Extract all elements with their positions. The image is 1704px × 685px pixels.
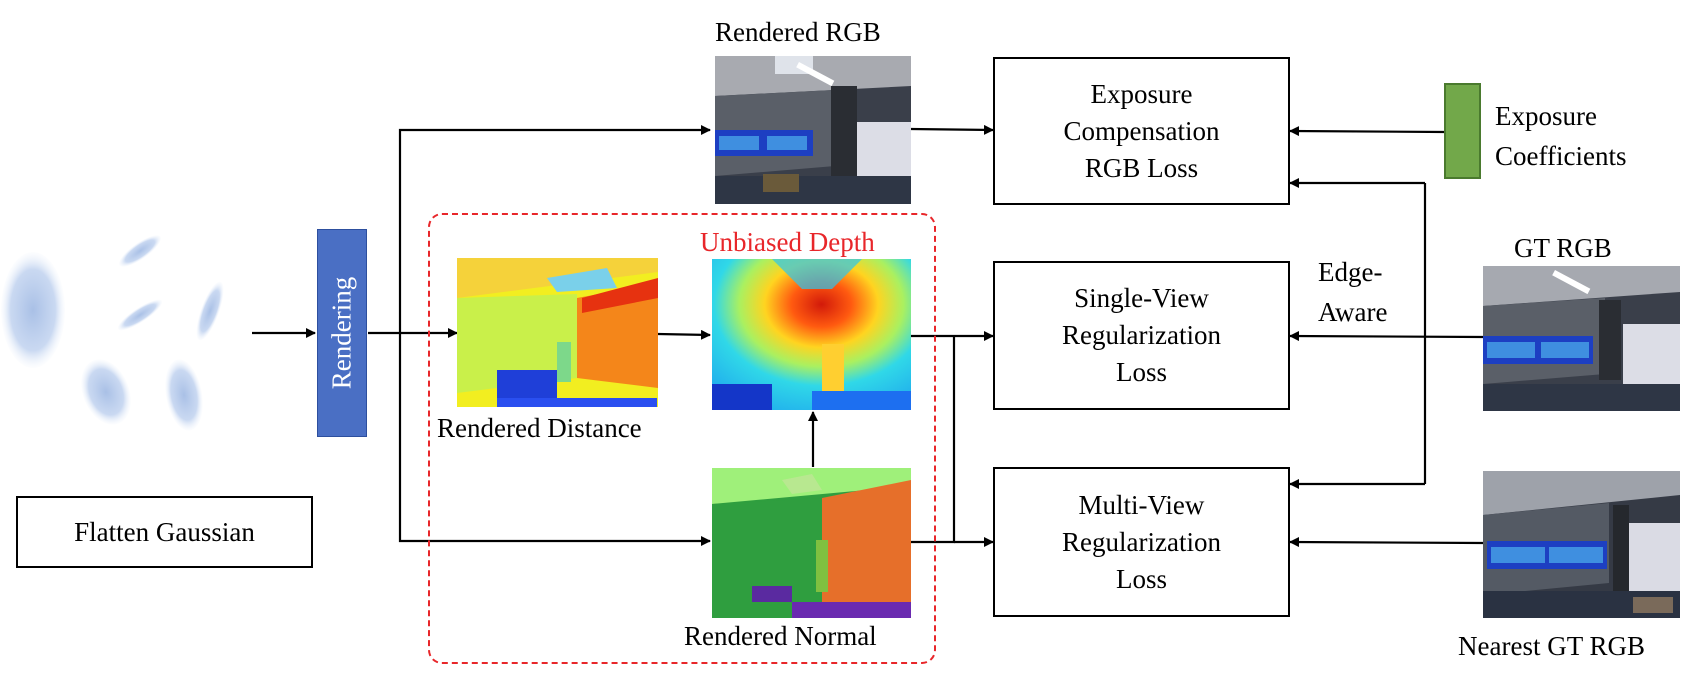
exposure-coefficients-label-line1: Exposure (1495, 101, 1597, 131)
exposure-loss-line: RGB Loss (1084, 152, 1199, 183)
rendered-rgb-image (715, 56, 911, 204)
multi-view-loss-line: Multi-View (1078, 489, 1205, 520)
arrow-distance-to-depth (657, 329, 711, 340)
nearest-gt-rgb-image (1483, 471, 1680, 618)
edge-aware-label-line1: Edge- (1318, 257, 1383, 287)
gaussian-blob (165, 359, 203, 431)
exposure-loss-line: Exposure (1090, 78, 1193, 109)
multi-view-loss-line: Loss (1115, 563, 1167, 594)
multi-view-loss-box: Multi-View Regularization Loss (993, 467, 1290, 617)
flatten-gaussian-box: Flatten Gaussian (16, 496, 313, 568)
nearest-gt-rgb-label: Nearest GT RGB (1458, 631, 1645, 661)
gaussian-blob (117, 299, 163, 331)
gaussian-blob (119, 235, 161, 267)
arrow-rendering-to-normal (398, 333, 711, 546)
rendered-normal-image (712, 468, 911, 618)
rendered-distance-label: Rendered Distance (437, 413, 642, 443)
unbiased-depth-image (712, 259, 911, 410)
exposure-rgb-loss-box: Exposure Compensation RGB Loss (993, 57, 1290, 205)
gaussian-ellipsoids (1, 235, 224, 431)
exposure-loss-line: Compensation (1063, 115, 1220, 146)
arrow-coefficients-to-exposure (1289, 126, 1445, 137)
gt-rgb-image (1483, 266, 1680, 411)
arrow-rgb-to-exposure-loss (910, 124, 994, 135)
unbiased-depth-frame (428, 213, 936, 664)
arrow-rendering-to-rgb (398, 125, 711, 333)
gaussian-blob (1, 252, 65, 368)
edge-aware-label-line2: Aware (1318, 297, 1388, 327)
rendering-block: Rendering (317, 229, 367, 437)
rendering-label: Rendering (326, 276, 357, 390)
single-view-loss-line: Regularization (1062, 320, 1221, 350)
arrow-gt-to-single-view (1289, 331, 1484, 342)
single-view-loss-line: Single-View (1074, 283, 1209, 313)
single-view-loss-line: Loss (1115, 357, 1167, 387)
exposure-coefficients-block (1444, 83, 1481, 179)
exposure-coefficients-label-line2: Coefficients (1495, 141, 1627, 171)
arrow-nearest-gt-to-multi-view (1289, 537, 1484, 548)
rendered-rgb-label: Rendered RGB (715, 17, 881, 47)
rendered-normal-label: Rendered Normal (684, 621, 877, 651)
flatten-gaussian-label: Flatten Gaussian (74, 516, 255, 547)
single-view-loss-box: Single-View Regularization Loss (993, 261, 1290, 410)
rendered-distance-image (457, 258, 658, 407)
gaussian-blob (81, 359, 131, 425)
gaussian-blob (196, 281, 224, 341)
gt-rgb-label: GT RGB (1514, 233, 1612, 263)
multi-view-loss-line: Regularization (1062, 526, 1221, 557)
unbiased-depth-label: Unbiased Depth (700, 227, 875, 257)
